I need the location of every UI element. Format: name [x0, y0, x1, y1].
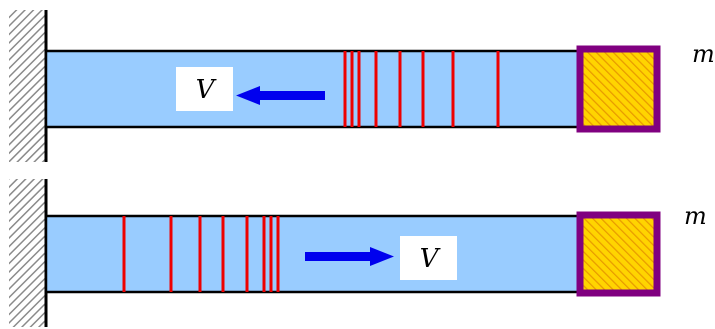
velocity-label-box	[176, 67, 233, 111]
panel-top: V m	[9, 10, 715, 162]
wall	[9, 179, 46, 327]
mass-label: m	[684, 202, 707, 230]
mass-block	[576, 211, 661, 297]
velocity-label-box	[400, 236, 457, 280]
velocity-arrow-right-icon	[305, 247, 394, 266]
wall	[9, 10, 46, 162]
velocity-arrow-left-icon	[236, 86, 325, 105]
wave-lines	[122, 216, 280, 292]
mass-label: m	[692, 40, 715, 68]
wave-lines	[343, 51, 500, 127]
panel-bottom: V m	[9, 179, 707, 327]
velocity-label: V	[196, 75, 217, 105]
velocity-label: V	[420, 244, 441, 274]
rod	[44, 49, 583, 129]
mass-block	[576, 45, 661, 133]
